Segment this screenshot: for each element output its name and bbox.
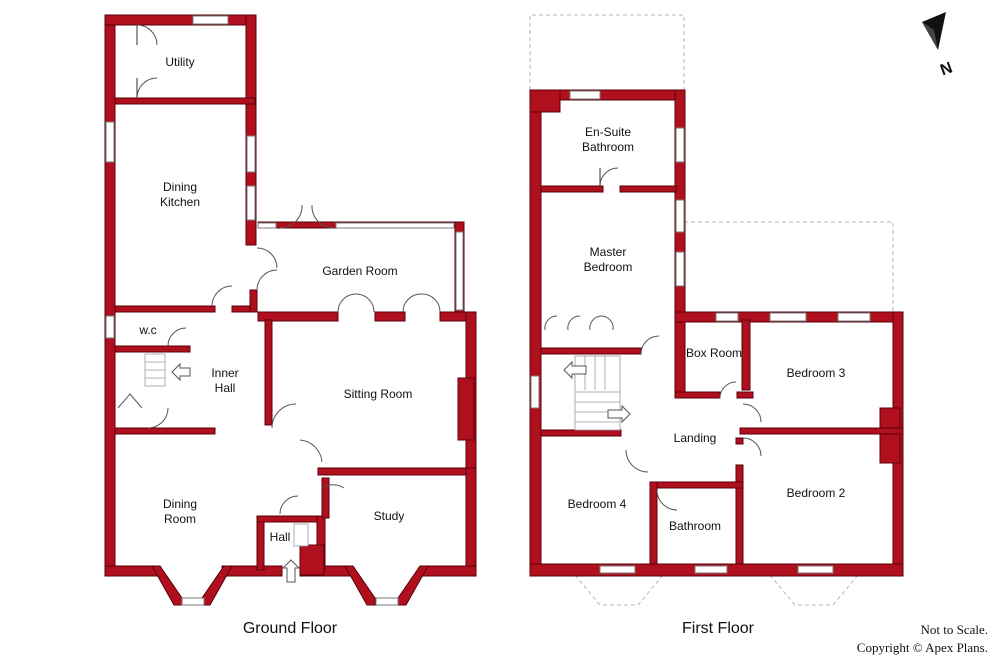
ground-floor-walls <box>104 14 477 606</box>
room-label-box-room: Box Room <box>686 346 742 360</box>
stairs-right-arrow-icon <box>607 404 631 424</box>
room-label-inner-hall-line1: Inner <box>211 366 238 380</box>
entrance-arrow-icon <box>281 559 301 583</box>
room-label-bedroom-4: Bedroom 4 <box>568 497 627 511</box>
room-label-wc: w.c <box>138 323 156 337</box>
room-label-dining-kitchen-line1: Dining <box>163 180 197 194</box>
first-floor-windows <box>530 90 871 574</box>
first-floor-staircase <box>563 355 631 431</box>
stairs-up-arrow-icon <box>171 362 191 382</box>
ground-floor-labels: Utility Dining Kitchen Garden Room w.c I… <box>138 55 412 544</box>
room-label-dining-room-line2: Room <box>164 512 196 526</box>
north-letter: N <box>938 59 955 79</box>
floor-title-first: First Floor <box>682 620 755 637</box>
room-label-utility: Utility <box>165 55 194 69</box>
ground-floor-windows <box>105 15 464 606</box>
ground-floor-plan: Utility Dining Kitchen Garden Room w.c I… <box>104 14 477 637</box>
room-label-landing: Landing <box>674 431 717 445</box>
first-floor-dashed-outlines <box>529 14 894 606</box>
north-arrow-icon: N <box>922 12 955 79</box>
first-floor-plan: En-Suite Bathroom Master Bedroom Box Roo… <box>529 14 904 637</box>
room-label-master-bedroom-line2: Bedroom <box>584 260 633 274</box>
room-label-hall: Hall <box>270 530 291 544</box>
scale-note: Not to Scale. <box>920 622 988 637</box>
room-label-bedroom-3: Bedroom 3 <box>787 366 846 380</box>
room-label-garden-room: Garden Room <box>322 264 397 278</box>
room-label-dining-room-line1: Dining <box>163 497 197 511</box>
copyright-note: Copyright © Apex Plans. <box>857 640 988 655</box>
room-label-en-suite-line2: Bathroom <box>582 140 634 154</box>
first-floor-labels: En-Suite Bathroom Master Bedroom Box Roo… <box>568 125 846 533</box>
ground-floor-staircase <box>117 353 309 583</box>
stairs-down-arrow-icon <box>563 360 587 380</box>
floor-title-ground: Ground Floor <box>243 620 338 637</box>
ground-floor-doors <box>136 24 441 515</box>
room-label-study: Study <box>374 509 405 523</box>
room-label-en-suite-line1: En-Suite <box>585 125 631 139</box>
first-floor-doors <box>544 167 762 511</box>
room-label-inner-hall-line2: Hall <box>215 381 236 395</box>
room-label-dining-kitchen-line2: Kitchen <box>160 195 200 209</box>
room-label-bedroom-2: Bedroom 2 <box>787 486 846 500</box>
room-label-sitting-room: Sitting Room <box>344 387 413 401</box>
room-label-master-bedroom-line1: Master <box>590 245 627 259</box>
room-label-bathroom: Bathroom <box>669 519 721 533</box>
